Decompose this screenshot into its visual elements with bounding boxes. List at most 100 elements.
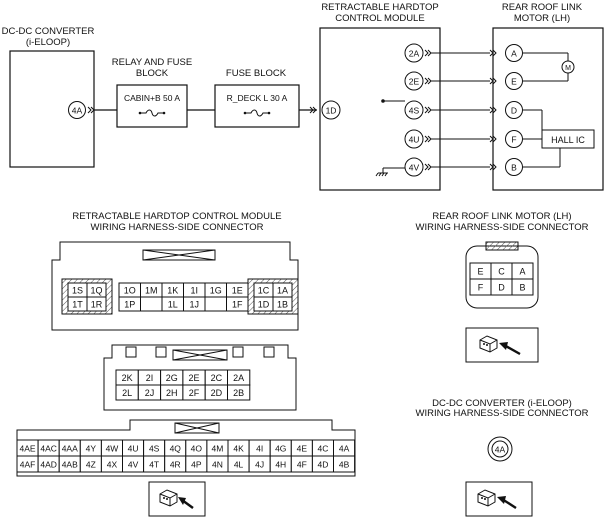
module-input-terminal	[321, 100, 341, 120]
module-terminal	[404, 157, 424, 177]
connector-pin-label: 4AA	[62, 443, 78, 453]
connector-pin-label: 2C	[211, 373, 223, 383]
module-terminal	[404, 100, 424, 120]
harness-view-icon	[148, 481, 206, 517]
connector-pin-label: A	[519, 266, 525, 276]
motor-terminal	[505, 44, 523, 62]
connector-pin-label: 1I	[190, 285, 198, 295]
harness-wires	[431, 52, 490, 168]
module-terminal-label: 4S	[409, 106, 420, 116]
dcdc-connector-title-line2: WIRING HARNESS-SIDE CONNECTOR	[416, 408, 589, 419]
motor-symbol-label: M	[565, 65, 571, 72]
rdeck-fuse-label: R_DECK L 30 A	[227, 93, 288, 103]
connector-pin-label: 4O	[191, 443, 203, 453]
connector-pin-label: 1L	[168, 299, 178, 309]
module-connector-section: RETRACTABLE HARDTOP CONTROL MODULE WIRIN…	[16, 211, 356, 517]
connector-pin-label: 1S	[72, 285, 83, 295]
dcdc-terminal	[68, 101, 86, 119]
fuse-block	[214, 84, 300, 128]
connector-pin-label: 4C	[318, 443, 329, 453]
connector-pin-label: 2G	[166, 373, 178, 383]
connector-pin-label: E	[477, 266, 483, 276]
dcdc-connector-section: DC-DC CONVERTER (i-ELOOP) WIRING HARNESS…	[416, 398, 589, 517]
connector-pin-label: 1P	[124, 299, 135, 309]
connector-cell	[511, 278, 534, 296]
dcdc-connector-title-line1: DC-DC CONVERTER (i-ELOOP)	[432, 398, 572, 409]
connector-pin-label: 4Q	[170, 443, 182, 453]
connector-pin-label: 4B	[339, 459, 350, 469]
connector-pin-label: 1C	[258, 285, 270, 295]
connector-pin-label: 4K	[233, 443, 244, 453]
connector-cell	[140, 296, 163, 312]
connector-pin-label: 4J	[255, 459, 264, 469]
connector-pin-label: 4AD	[40, 459, 57, 469]
connector-cell	[227, 384, 251, 401]
module-connector-arrow	[424, 106, 432, 114]
connector-pin-label: 4Z	[86, 459, 96, 469]
connector-pin-label: 4AF	[20, 459, 36, 469]
connector-cell	[272, 296, 293, 312]
module-box	[319, 27, 441, 191]
module-terminal-label: 2A	[409, 49, 420, 59]
motor-connector-arrow	[489, 135, 497, 143]
connector-pin-label: 4X	[107, 459, 118, 469]
motor-connector-section: REAR ROOF LINK MOTOR (LH) WIRING HARNESS…	[416, 211, 589, 363]
motor-terminal-label: F	[511, 135, 516, 145]
cabin-fuse-icon	[140, 109, 164, 117]
connector-pin-label: 4E	[297, 443, 308, 453]
connector-pin-label: 4T	[149, 459, 159, 469]
connector-pin-label: 2A	[233, 373, 244, 383]
connector-pin-label: 1E	[232, 285, 243, 295]
connector-pin-label: 4F	[297, 459, 307, 469]
relay-block-title-line2: BLOCK	[136, 68, 169, 79]
connector-pin-label: 4H	[275, 459, 286, 469]
motor-title-line1: REAR ROOF LINK	[502, 2, 583, 13]
connector-pin-label: F	[478, 282, 484, 292]
connector-pin-label: 4L	[234, 459, 244, 469]
module-connector-arrow	[424, 49, 432, 57]
connector-pin-label: B	[519, 282, 525, 292]
connector-pin-label: 4AC	[40, 443, 57, 453]
dcdc-harness-view-icon	[465, 481, 533, 517]
connector-cell	[333, 455, 356, 473]
motor-terminal	[505, 101, 523, 119]
connector-pin-label: 2B	[233, 388, 244, 398]
relay-fuse-block	[116, 84, 188, 128]
motor-terminal	[505, 72, 523, 90]
hall-ic	[541, 129, 595, 149]
motor-connector-title-line1: REAR ROOF LINK MOTOR (LH)	[432, 211, 571, 222]
connector-pin-label: 2I	[146, 373, 154, 383]
dcdc-connector-pin	[491, 440, 509, 458]
schematic: DC-DC CONVERTER (i-ELOOP) 4A RELAY AND F…	[2, 2, 604, 191]
connector-pin-label: 2H	[166, 388, 178, 398]
connector-pin-label: 4D	[318, 459, 329, 469]
connector-pin-label: 1G	[210, 285, 222, 295]
motor-connector-latch	[485, 241, 519, 251]
motor-connector-title-line2: WIRING HARNESS-SIDE CONNECTOR	[416, 222, 589, 233]
connector-pin-label: 1B	[277, 299, 288, 309]
rdeck-fuse-icon	[245, 109, 269, 117]
connector-2-housing	[103, 344, 297, 411]
module-terminal-label: 4V	[409, 163, 420, 173]
motor-terminal-label: B	[511, 163, 517, 173]
module-connector-arrow	[424, 163, 432, 171]
connector-pin-label: 1M	[145, 285, 158, 295]
connector-2-latch	[172, 349, 228, 361]
dcdc-connector-pin-label: 4A	[495, 445, 506, 455]
connector-pin-label: 4W	[106, 443, 119, 453]
connector-pin-label: D	[498, 282, 505, 292]
module-terminal	[404, 129, 424, 149]
module-connector-title-line2: WIRING HARNESS-SIDE CONNECTOR	[91, 222, 264, 233]
dcdc-title-line2: (i-ELOOP)	[26, 37, 70, 48]
dcdc-terminal-label: 4A	[72, 106, 83, 116]
connector-cell	[86, 296, 107, 312]
connector-pin-label: 2K	[122, 373, 133, 383]
connector-pin-label: 2E	[189, 373, 200, 383]
motor-box	[492, 27, 604, 191]
connector-pin-label: 1J	[189, 299, 199, 309]
connector-pin-label: 1F	[232, 299, 243, 309]
